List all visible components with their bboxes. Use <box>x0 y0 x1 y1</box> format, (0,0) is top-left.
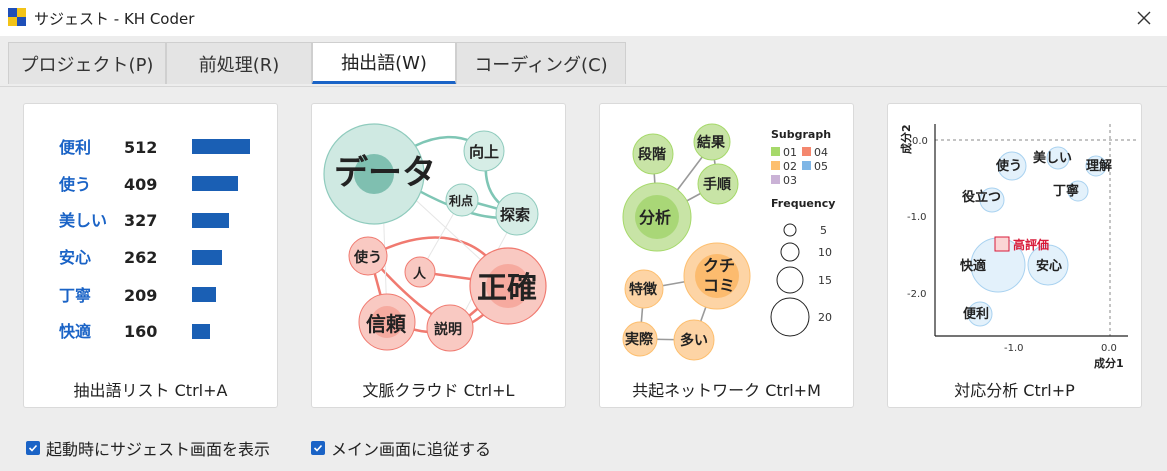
network-word: 分析 <box>639 208 671 227</box>
word-list-bar <box>192 324 210 339</box>
show-on-start-checkbox[interactable] <box>26 441 40 455</box>
word-list-count: 409 <box>124 175 157 194</box>
network-word: 手順 <box>703 176 732 193</box>
network-word: 段階 <box>638 146 666 163</box>
frequency-legend-title: Frequency <box>771 197 835 210</box>
frequency-legend-item: 15 <box>818 274 832 287</box>
word-list-label: 抽出語リスト Ctrl+A <box>73 381 228 400</box>
subgraph-legend-item: 01 <box>783 146 797 159</box>
frequency-legend-item: 5 <box>820 224 827 237</box>
tab-coding[interactable]: コーディング(C) <box>456 42 626 84</box>
cloud-word: データ <box>334 153 436 193</box>
word-list-count: 209 <box>124 286 157 305</box>
frequency-legend-item: 10 <box>818 246 832 259</box>
card-context-cloud[interactable]: データ 向上 利点 探索 使う 人 正確 信頼 説明 文脈クラウド Ctrl+L <box>311 103 566 408</box>
card-cooccurrence-network[interactable]: 段階 結果 手順 分析 クチ コミ 特徴 実際 多い Subgraph 01 0… <box>599 103 854 408</box>
word-list-word: 快適 <box>59 322 91 341</box>
ca-word: 丁寧 <box>1053 183 1079 199</box>
ca-word: 役立つ <box>962 189 1001 205</box>
show-on-start-label: 起動時にサジェスト画面を表示 <box>46 440 271 459</box>
cloud-word: 使う <box>353 249 382 266</box>
context-cloud-preview: データ 向上 利点 探索 使う 人 正確 信頼 説明 <box>323 123 547 352</box>
network-word: コミ <box>703 276 735 295</box>
cloud-word: 説明 <box>434 321 462 338</box>
tab-project[interactable]: プロジェクト(P) <box>8 42 166 84</box>
word-list-word: 安心 <box>59 248 91 267</box>
tab-extracted-words[interactable]: 抽出語(W) <box>312 42 456 84</box>
ca-word: 便利 <box>963 306 989 322</box>
window-title: サジェスト - KH Coder <box>34 10 195 28</box>
word-list-bar <box>192 139 250 154</box>
context-cloud-label: 文脈クラウド Ctrl+L <box>362 381 515 400</box>
card-correspondence-analysis[interactable]: 成分2 成分1 0.0 -1.0 -2.0 -1.0 0.0 使う 美しい 理解… <box>887 103 1142 408</box>
subgraph-legend-item: 05 <box>814 160 828 173</box>
word-list-word: 丁寧 <box>59 286 91 305</box>
cooccurrence-preview: 段階 結果 手順 分析 クチ コミ 特徴 実際 多い Subgraph 01 0… <box>622 123 835 361</box>
y-tick: -2.0 <box>907 289 927 300</box>
subgraph-legend-item: 02 <box>783 160 797 173</box>
check-icon <box>313 444 323 452</box>
y-tick: 0.0 <box>912 136 928 147</box>
follow-main-checkbox[interactable] <box>311 441 325 455</box>
ca-word: 安心 <box>1036 258 1062 274</box>
ca-word-highlight: 高評価 <box>1013 237 1049 252</box>
correspondence-label: 対応分析 Ctrl+P <box>954 381 1075 400</box>
word-list-bar <box>192 213 229 228</box>
close-icon <box>1137 11 1151 25</box>
cloud-word: 探索 <box>500 206 530 224</box>
word-list-word: 便利 <box>59 138 91 157</box>
cloud-word: 人 <box>413 266 427 282</box>
kh-coder-app-icon <box>8 8 26 26</box>
title-bar: サジェスト - KH Coder <box>0 0 1167 36</box>
tab-divider <box>0 86 1167 87</box>
follow-main-option[interactable]: メイン画面に追従する <box>311 436 491 460</box>
tab-preprocess[interactable]: 前処理(R) <box>166 42 312 84</box>
card-word-list[interactable]: 便利 512 使う 409 美しい 327 安心 262 丁寧 209 快適 1… <box>23 103 278 408</box>
cloud-word: 正確 <box>477 271 537 306</box>
network-word: 結果 <box>697 134 726 151</box>
subgraph-legend-item: 04 <box>814 146 828 159</box>
word-list-count: 512 <box>124 138 157 157</box>
word-list-word: 美しい <box>59 211 107 230</box>
cooccurrence-label: 共起ネットワーク Ctrl+M <box>632 381 821 400</box>
network-word: 特徴 <box>629 281 658 298</box>
cloud-word: 信頼 <box>366 312 407 336</box>
x-tick: -1.0 <box>1004 343 1024 354</box>
ca-word: 理解 <box>1086 158 1112 174</box>
axis-x-label: 成分1 <box>1094 356 1124 370</box>
check-icon <box>28 444 38 452</box>
subgraph-legend-item: 03 <box>783 174 797 187</box>
word-list-word: 使う <box>58 175 91 194</box>
x-tick: 0.0 <box>1101 343 1117 354</box>
follow-main-label: メイン画面に追従する <box>331 440 492 459</box>
network-word: クチ <box>703 256 735 275</box>
word-list-count: 160 <box>124 322 157 341</box>
cloud-word: 向上 <box>469 143 499 161</box>
word-list-bar <box>192 250 222 265</box>
axis-y-label: 成分2 <box>899 124 913 154</box>
subgraph-legend-title: Subgraph <box>771 128 831 141</box>
word-list-count: 327 <box>124 211 157 230</box>
ca-word: 美しい <box>1033 150 1072 166</box>
close-button[interactable] <box>1121 0 1167 36</box>
word-list-bar <box>192 176 238 191</box>
frequency-legend-item: 20 <box>818 311 832 324</box>
show-on-start-option[interactable]: 起動時にサジェスト画面を表示 <box>26 436 270 460</box>
correspondence-preview: 成分2 成分1 0.0 -1.0 -2.0 -1.0 0.0 使う 美しい 理解… <box>899 124 1138 370</box>
network-word: 実際 <box>625 331 654 348</box>
ca-word: 使う <box>995 158 1022 174</box>
word-list-count: 262 <box>124 248 157 267</box>
word-list-bar <box>192 287 216 302</box>
y-tick: -1.0 <box>907 212 927 223</box>
word-list-preview: 便利 512 使う 409 美しい 327 安心 262 丁寧 209 快適 1… <box>58 138 250 341</box>
ca-word: 快適 <box>960 258 986 274</box>
network-word: 多い <box>680 332 708 349</box>
cloud-word: 利点 <box>449 193 473 208</box>
